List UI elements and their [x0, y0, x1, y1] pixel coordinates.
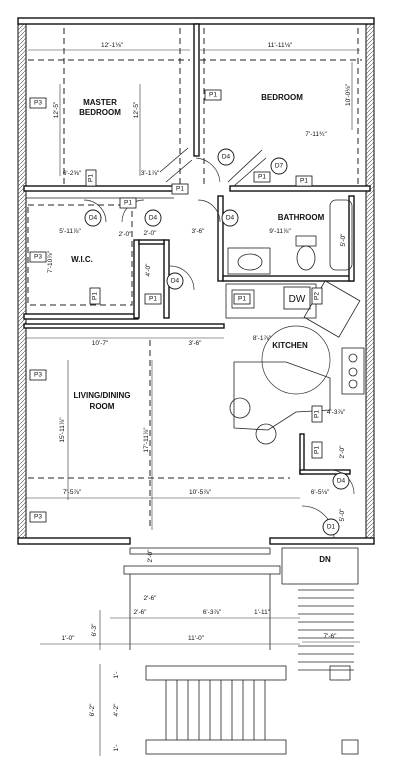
dim-label: 1'-11" [254, 609, 271, 616]
dim-label: 2'-0" [119, 231, 133, 238]
dim-label: 7'-6" [324, 633, 338, 640]
dim-label: 15'-11⅞" [59, 417, 66, 443]
dim-label: 8'-1⅞" [253, 335, 272, 342]
dishwasher-label: DW [289, 294, 306, 305]
dim-label: 6'-5⅛" [311, 489, 330, 496]
dim-label: 7'-11¾" [305, 131, 327, 138]
door-tag-d4: D4 [226, 215, 235, 222]
door-tag-d1: D1 [327, 524, 336, 531]
door-tag-d4: D4 [171, 278, 180, 285]
bar-stool [255, 423, 277, 445]
tag-p1: P1 [238, 296, 246, 303]
room-label-bedroom: BEDROOM [261, 93, 303, 102]
fridge [341, 347, 365, 395]
bar-stool [229, 397, 251, 419]
tag-p1: P1 [124, 200, 132, 207]
tag-p1: P1 [176, 186, 184, 193]
room-label-living-2: ROOM [90, 402, 115, 411]
tag-p3: P3 [34, 372, 42, 379]
door-tag-d7: D7 [275, 163, 284, 170]
dim-label: 6'-3⅞" [203, 609, 222, 616]
tag-p3: P3 [34, 514, 42, 521]
dim-label: 10'-0⅛" [345, 83, 352, 106]
tags: P3 P1 P1 P1 P1 P1 P1 P3 P1 P1 P1 P2 P3 P… [29, 89, 350, 536]
dim-label: 4'-0" [145, 263, 152, 277]
dim-label: 1'-0" [62, 635, 76, 642]
dim-label: 3'-6" [192, 228, 206, 235]
stairs-right [298, 589, 354, 671]
dim-label: 11'-11⅛" [268, 42, 293, 49]
tag-p1: P1 [258, 174, 266, 181]
dim-label: 2'-6" [144, 595, 158, 602]
room-label-master-2: BEDROOM [79, 108, 121, 117]
dimension-labels: 12'-1⅛" 11'-11⅛" 12'-5" 12'-5" 10'-0⅛" 7… [47, 42, 352, 752]
dim-label: 17'-11⅞" [143, 427, 150, 453]
dim-label: 2'-0" [147, 549, 154, 563]
tag-p1: P1 [314, 446, 321, 454]
dim-label: 10'-5⅞" [189, 489, 212, 496]
room-labels: MASTER BEDROOM BEDROOM BATHROOM W.I.C. K… [71, 93, 331, 564]
interior-walls [23, 23, 371, 475]
dim-label: 2'-6" [134, 609, 148, 616]
dim-label: 2'-0" [144, 230, 158, 237]
room-label-master-1: MASTER [83, 98, 117, 107]
dashed-lines [27, 28, 362, 530]
dim-label: 4'-2" [113, 703, 120, 717]
tag-p1: P1 [88, 174, 95, 182]
room-label-living-1: LIVING/DINING [74, 391, 131, 400]
door-swings [83, 157, 355, 539]
dim-label: 4'-3⅞" [327, 409, 346, 416]
sink [237, 253, 263, 271]
dim-label: 5'-0" [339, 508, 346, 522]
tag-p2: P2 [314, 292, 321, 300]
bathtub [329, 199, 353, 271]
door-tag-d4: D4 [149, 215, 158, 222]
dimension-lines [26, 49, 360, 756]
dim-label: 10'-7" [92, 340, 109, 347]
dim-label: 5'-0" [340, 233, 347, 247]
dim-label: 1'- [113, 744, 120, 751]
dim-label: 1'- [113, 671, 120, 678]
room-label-kitchen: KITCHEN [272, 341, 308, 350]
door-tag-d4: D4 [222, 154, 231, 161]
stair-direction-label: DN [319, 555, 331, 564]
tag-p1: P1 [209, 92, 217, 99]
dim-label: 7'-10⅞" [47, 250, 54, 273]
dim-label: 11'-0" [188, 635, 205, 642]
dim-label: 6'-3" [91, 623, 98, 637]
dishwasher [283, 286, 311, 310]
room-label-wic: W.I.C. [71, 255, 93, 264]
dim-label: 9'-11⅞" [269, 228, 291, 235]
dim-label: 12'-5" [133, 101, 140, 118]
dim-label: 6'-2" [89, 703, 96, 717]
tag-p1: P1 [149, 296, 157, 303]
dim-label: 12'-5" [53, 101, 60, 118]
balcony [123, 547, 359, 755]
dim-label: 2'-0" [339, 445, 346, 459]
dim-label: 3'-6" [189, 340, 203, 347]
tag-p3: P3 [34, 100, 42, 107]
dim-label: 3'-1⅞" [141, 170, 160, 177]
exterior-walls [17, 17, 375, 545]
vanity [227, 247, 271, 275]
tag-p1: P1 [92, 292, 99, 300]
door-tag-d4: D4 [337, 478, 346, 485]
kitchen-sink [231, 289, 255, 309]
dim-label: 6'-2⅝" [63, 170, 82, 177]
toilet-bowl [296, 245, 316, 271]
stairs-lower [165, 680, 266, 740]
toilet-tank [295, 235, 317, 247]
tag-p3: P3 [34, 254, 42, 261]
tag-p1: P1 [300, 178, 308, 185]
dim-label: 5'-11⅞" [59, 228, 81, 235]
dim-label: 7'-5⅞" [63, 489, 82, 496]
door-tag-d4: D4 [89, 215, 98, 222]
room-label-bathroom: BATHROOM [278, 213, 325, 222]
tag-p1: P1 [314, 410, 321, 418]
dim-label: 12'-1⅛" [101, 42, 124, 49]
